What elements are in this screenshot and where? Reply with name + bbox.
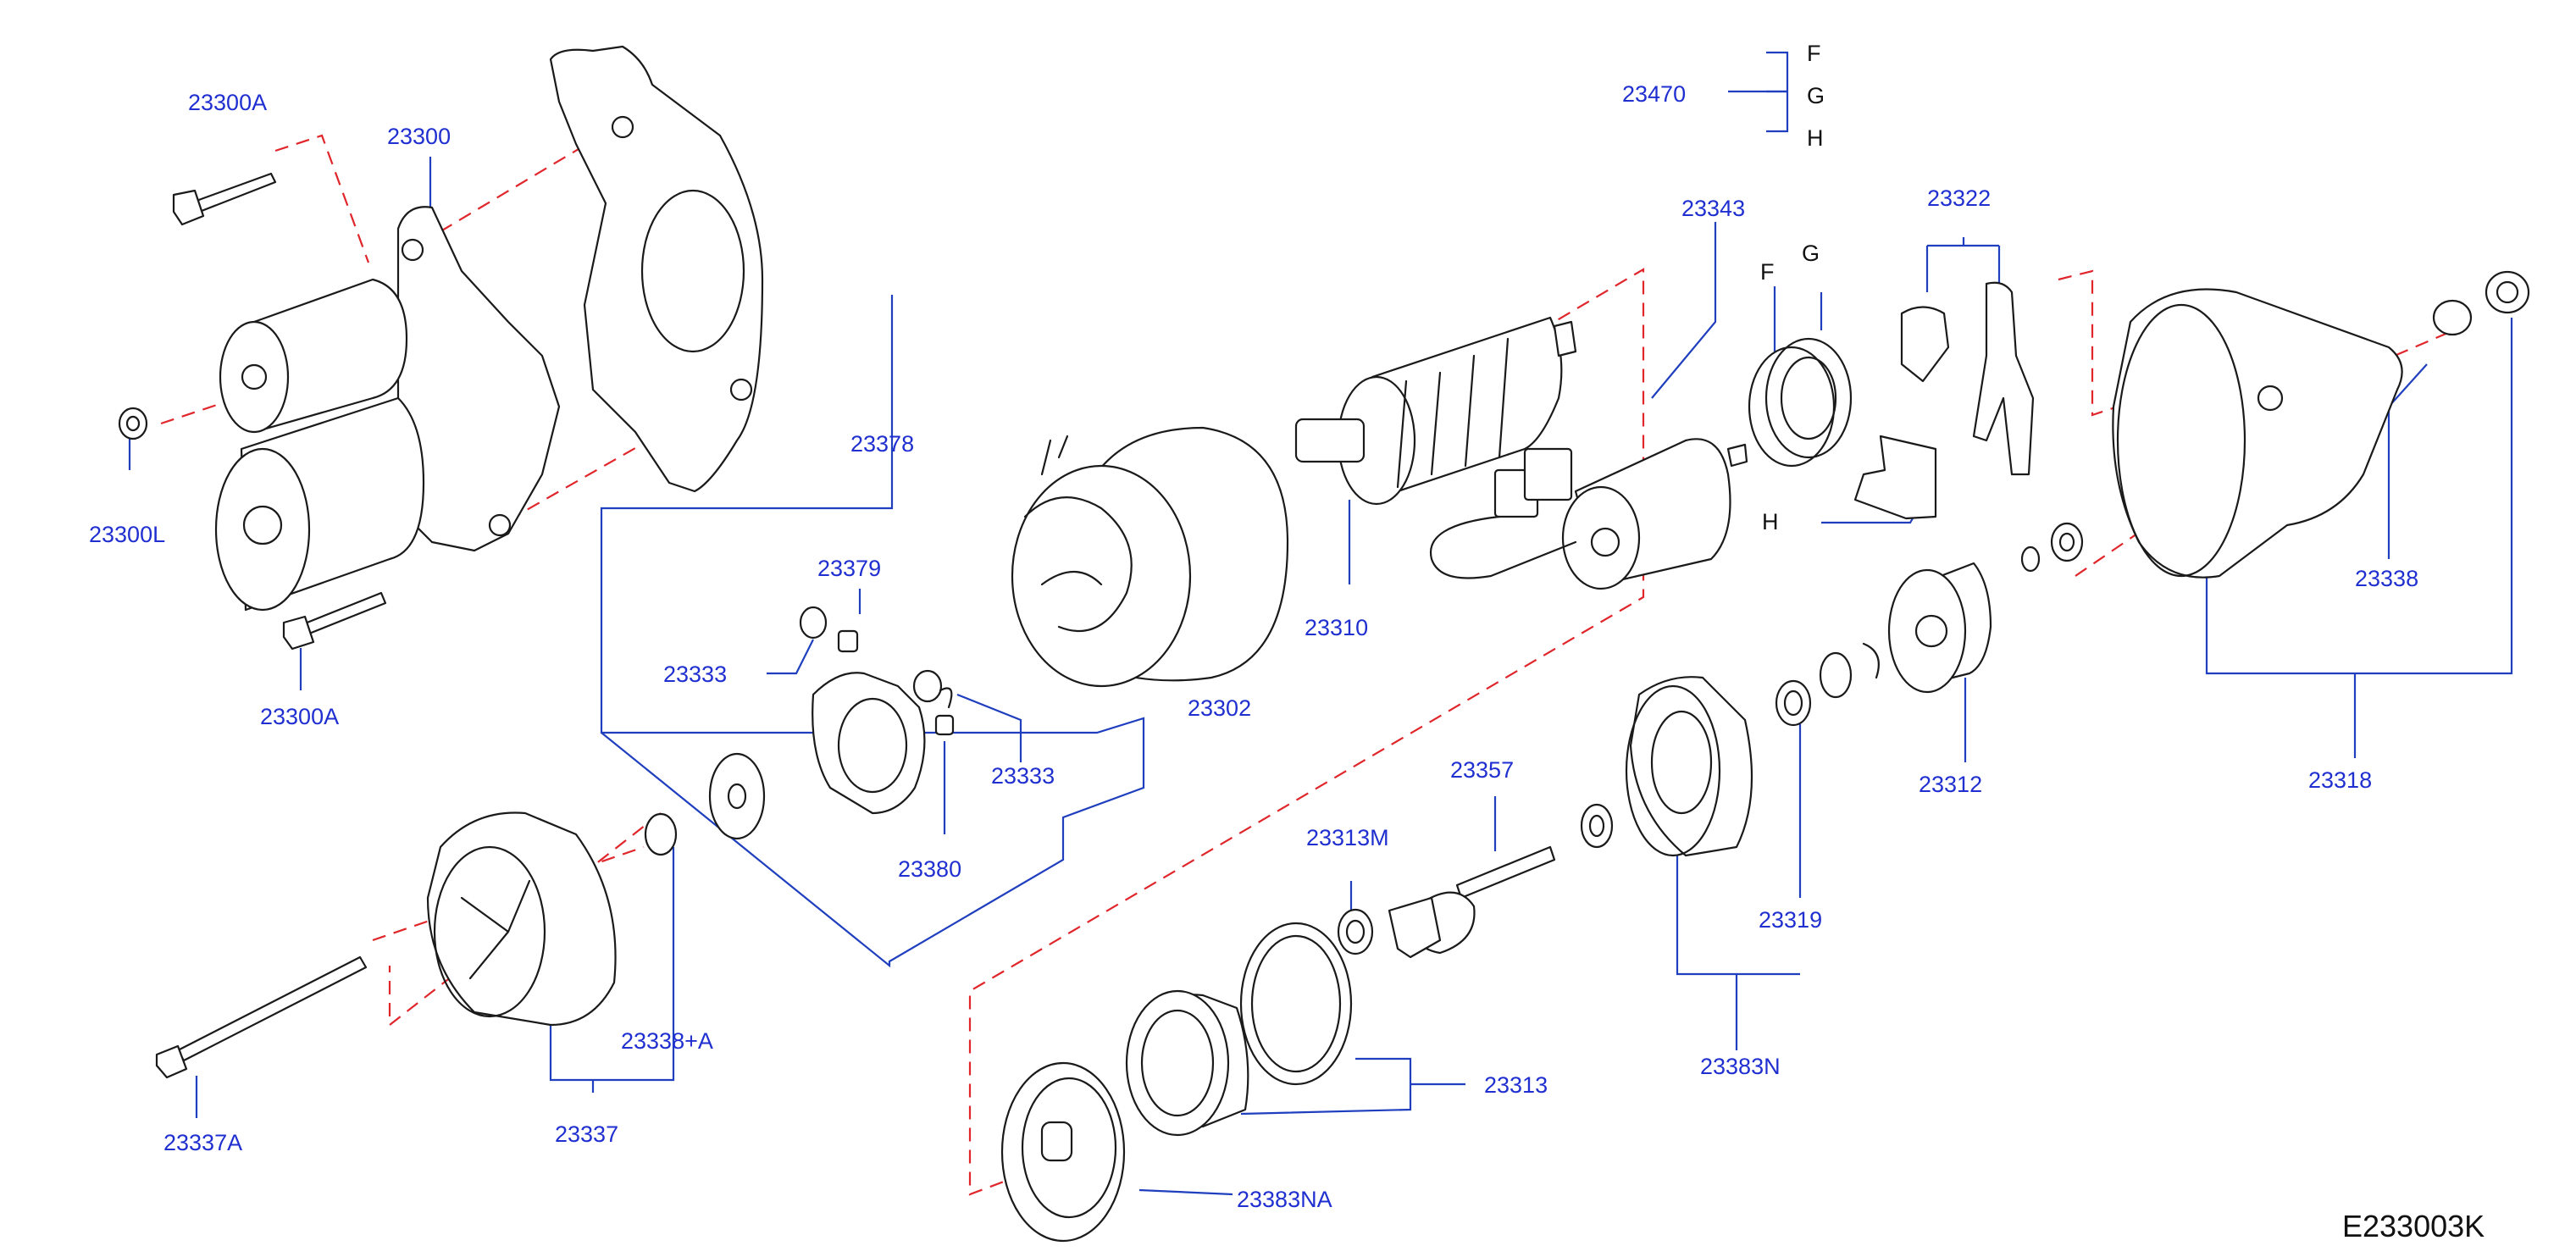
label-23300L: 23300L: [89, 522, 165, 547]
label-23312: 23312: [1919, 772, 1982, 797]
yoke-23302: [1011, 426, 1289, 688]
label-23300A-top: 23300A: [188, 90, 267, 115]
drive-housing-23318: [2112, 288, 2403, 579]
label-23338: 23338: [2355, 566, 2418, 591]
nut-23300L: [118, 407, 148, 440]
label-23333-b: 23333: [991, 763, 1055, 789]
gear-23313M: [1337, 908, 1374, 955]
label-23310: 23310: [1305, 615, 1368, 640]
label-23302: 23302: [1188, 695, 1251, 721]
bolt-23300A-top: [172, 172, 277, 226]
label-H-mid: H: [1762, 509, 1779, 534]
label-23470: 23470: [1622, 81, 1686, 107]
label-23313: 23313: [1484, 1072, 1548, 1098]
label-F-mid: F: [1760, 259, 1775, 285]
rear-cover-23337: [426, 811, 678, 1027]
label-23319: 23319: [1759, 907, 1822, 933]
label-23333-a: 23333: [663, 662, 727, 687]
rings-F-G: [1748, 337, 1853, 468]
bushings-23338: [2432, 270, 2530, 336]
label-23380: 23380: [898, 856, 961, 882]
label-23378: 23378: [850, 431, 914, 457]
label-23379: 23379: [817, 556, 881, 581]
shaft-23357: [1388, 845, 1556, 959]
mounting-bracket: [549, 45, 764, 493]
label-23383N: 23383N: [1700, 1054, 1781, 1079]
pinion-23312: [1887, 562, 1992, 694]
label-23343: 23343: [1681, 196, 1745, 221]
label-G-mid: G: [1802, 241, 1820, 266]
leader-lines: [128, 51, 2513, 1196]
small-rings: [1775, 522, 2084, 727]
labels: 23300A 23300 23300L 23300A 23470 F G H 2…: [89, 41, 2485, 1243]
label-G-top: G: [1807, 83, 1825, 108]
diagram-code: E233003K: [2342, 1209, 2485, 1243]
label-23318: 23318: [2308, 767, 2372, 793]
cover-23383NA: [1000, 1061, 1126, 1243]
part-H-block: [1853, 435, 1937, 520]
label-H-top: H: [1807, 125, 1824, 151]
label-23313M: 23313M: [1306, 825, 1389, 850]
label-23337A: 23337A: [163, 1130, 242, 1155]
bolt-23300A-bottom: [282, 591, 387, 651]
starter-assembly-23300: [214, 206, 561, 612]
label-23337: 23337: [555, 1121, 618, 1147]
magnetic-switch-23343: [1429, 438, 1748, 590]
washer: [708, 752, 766, 840]
internal-gear-23313: [1125, 922, 1353, 1137]
label-23357: 23357: [1450, 757, 1514, 783]
cover-23383N: [1580, 676, 1753, 857]
armature-23310: [1294, 316, 1577, 506]
label-F-top: F: [1807, 41, 1821, 66]
label-23338A: 23338+A: [621, 1028, 713, 1054]
long-bolt-23337A: [155, 955, 368, 1079]
label-23322: 23322: [1927, 186, 1991, 211]
label-23383NA: 23383NA: [1237, 1187, 1332, 1212]
brush-holder-23378: [799, 606, 955, 815]
label-23300: 23300: [387, 124, 451, 149]
lever-23322: [1900, 281, 2035, 476]
label-23300A-bottom: 23300A: [260, 704, 339, 729]
